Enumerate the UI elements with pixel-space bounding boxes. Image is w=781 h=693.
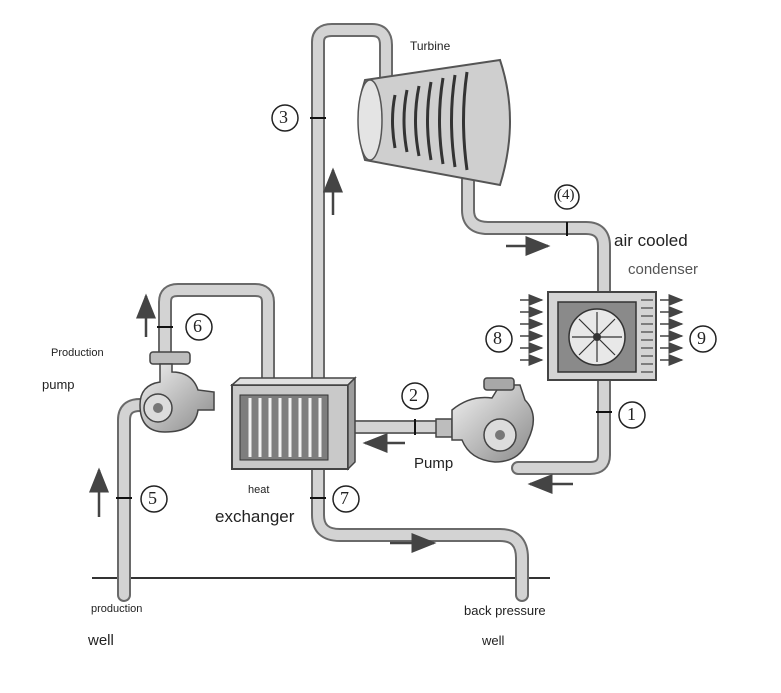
state-point-8: 8: [493, 328, 502, 348]
air-cooled-condenser: [547, 291, 657, 381]
state-point-7: 7: [340, 488, 349, 508]
turbine: [357, 58, 511, 187]
circulation-pump: [435, 377, 534, 463]
heat-label: heat: [248, 484, 270, 496]
back-pressure-well-label-line2: well: [482, 633, 505, 648]
back-pressure-well-label-line1: back pressure: [464, 603, 546, 618]
state-point-9: 9: [697, 328, 706, 348]
state-point-6: 6: [193, 316, 202, 336]
air-flow-arrows: [520, 294, 684, 366]
production-pump-label-line2: pump: [42, 377, 75, 392]
state-point-1: 1: [627, 404, 636, 424]
state-ticks: [116, 117, 612, 499]
production-well-label-line2: well: [88, 632, 114, 649]
heat-exchanger: [230, 376, 357, 471]
air-cooled-label: air cooled: [614, 231, 688, 250]
production-pump: [139, 351, 215, 433]
state-circles: [140, 104, 717, 513]
state-point-5: 5: [148, 488, 157, 508]
state-point-2: 2: [409, 385, 418, 405]
turbine-label: Turbine: [410, 39, 451, 53]
state-point-3: 3: [279, 107, 288, 127]
condenser-label: condenser: [628, 261, 699, 278]
state-point-4: (4): [557, 187, 575, 203]
pump-label: Pump: [414, 455, 454, 472]
production-well-label-line1: production: [91, 603, 143, 615]
exchanger-label: exchanger: [215, 507, 295, 526]
pipes: [117, 23, 611, 602]
production-pump-label-line1: Production: [51, 347, 104, 359]
flow-arrows: [89, 167, 573, 553]
